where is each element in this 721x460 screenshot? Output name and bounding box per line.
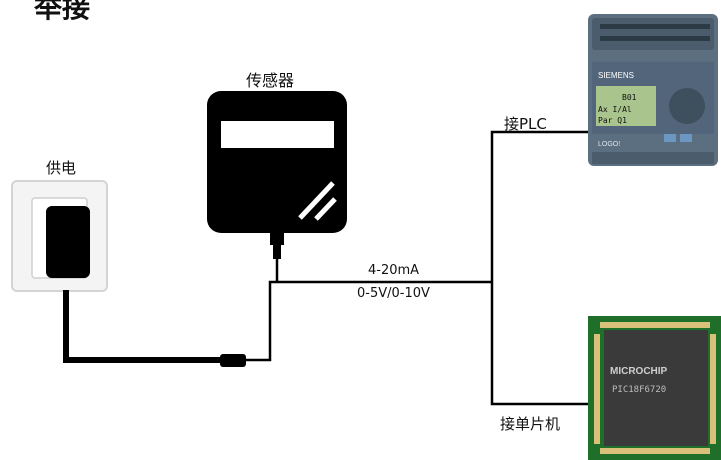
power-label: 供电 xyxy=(46,159,77,177)
signal-voltage-label: 0-5V/0-10V xyxy=(357,286,430,301)
power-socket-icon xyxy=(11,180,108,292)
plc-connect-label: 接PLC xyxy=(504,115,547,133)
sensor-label: 传感器 xyxy=(246,71,295,90)
page-title: 举接 xyxy=(34,0,91,24)
microcontroller-icon: MICROCHIP PIC18F6720 xyxy=(588,316,721,460)
signal-current-label: 4-20mA xyxy=(368,263,420,278)
mcu-connect-label: 接单片机 xyxy=(500,415,561,433)
plc-brand-text: SIEMENS xyxy=(598,71,634,80)
chip-brand-text: MICROCHIP xyxy=(610,366,668,377)
sensor-icon xyxy=(207,91,347,259)
plc-icon: SIEMENS B01 Ax I/Al Par Q1 LOGO! xyxy=(588,14,718,166)
wires xyxy=(63,130,592,406)
svg-text:Par Q1: Par Q1 xyxy=(598,116,627,125)
svg-text:Ax I/Al: Ax I/Al xyxy=(598,105,632,114)
cable-connector xyxy=(220,354,246,367)
plc-model-text: LOGO! xyxy=(598,141,620,148)
chip-part-text: PIC18F6720 xyxy=(612,385,666,395)
svg-text:B01: B01 xyxy=(622,93,637,102)
